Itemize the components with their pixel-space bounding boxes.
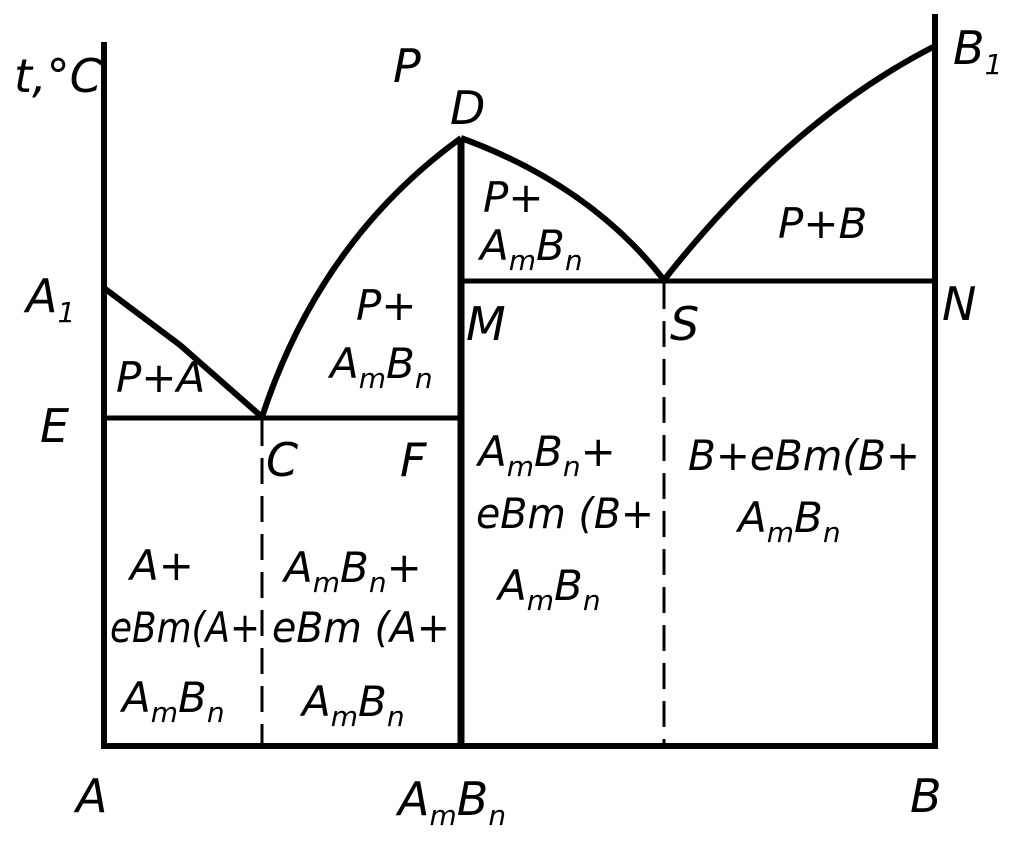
point-s-label: S: [670, 297, 699, 351]
point-b1-label: B1: [953, 21, 1002, 81]
region-below-cf-line1: AmBn+: [281, 543, 422, 599]
region-below-ec-line2: eBm(A+: [110, 603, 260, 652]
region-below-sn-line1: B+eBm(B+: [688, 431, 920, 480]
region-liquid-plus-b-label: P+B: [778, 199, 867, 248]
region-below-ec-line3: AmBn: [119, 673, 225, 729]
point-e-label: E: [40, 399, 69, 453]
temperature-axis-label: t,°C: [14, 49, 102, 103]
compound-axis-label: AmBn: [395, 772, 506, 832]
region-liquid-plus-compound-right-line1: P+: [483, 173, 544, 222]
liquidus-c-d: [259, 135, 463, 418]
point-p-label: P: [393, 39, 421, 93]
region-below-ec-line1: A+: [127, 541, 194, 590]
region-below-cf-line3: AmBn: [299, 677, 405, 733]
component-a-label: A: [73, 769, 107, 823]
liquidus-a1-c: [102, 285, 264, 420]
component-b-label: B: [910, 769, 942, 823]
point-m-label: M: [466, 297, 506, 351]
point-d-label: D: [450, 81, 485, 135]
point-f-label: F: [400, 433, 427, 487]
region-below-sn-line2: AmBn: [735, 493, 841, 549]
point-n-label: N: [942, 277, 976, 331]
region-below-cf-line2: eBm (A+: [272, 603, 450, 652]
region-liquid-plus-compound-left-line2: AmBn: [327, 339, 433, 395]
point-c-label: C: [266, 433, 298, 487]
region-liquid-plus-compound-right-line2: AmBn: [477, 221, 583, 277]
region-liquid-plus-a-label: P+A: [116, 353, 205, 402]
point-a1-label: A1: [23, 269, 75, 329]
region-liquid-plus-compound-left-line1: P+: [356, 281, 417, 330]
liquidus-d-s: [459, 135, 667, 282]
liquidus-s-b1: [661, 43, 937, 282]
region-below-ms-line2: eBm (B+: [476, 489, 654, 538]
region-below-ms-line3: AmBn: [495, 561, 601, 617]
region-below-ms-line1: AmBn+: [475, 427, 616, 483]
